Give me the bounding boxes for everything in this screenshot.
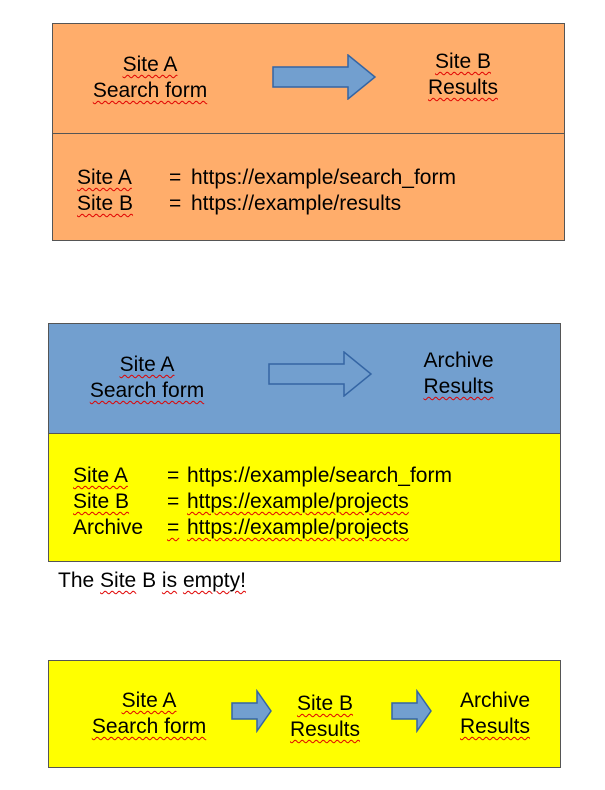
- diagram2-row-1-url: https://example/search_form: [187, 464, 452, 487]
- diagram1-divider: [53, 133, 564, 134]
- diagram1-row-2-name: Site B: [77, 192, 134, 215]
- diagram2-archive-node: Archive Results: [396, 348, 521, 400]
- diagram2-row-3: Archive = https://example/projects: [73, 515, 409, 541]
- diagram3-arrow-1-icon: [231, 689, 272, 733]
- diagram3-archive-label: Archive: [459, 689, 531, 712]
- diagram3-box: Site A Search form Site B Results Archiv…: [48, 660, 561, 768]
- diagram3-results-label: Results: [289, 718, 361, 741]
- diagram2-row-3-eq: =: [167, 516, 180, 539]
- diagram2-site-a-label: Site A: [119, 353, 175, 376]
- diagram2-row-3-name: Archive: [73, 516, 144, 539]
- diagram2-row-1-eq: =: [167, 464, 180, 487]
- diagram3-archive-results-label: Results: [459, 715, 531, 738]
- diagram2-outline-arrow-icon: [268, 351, 373, 397]
- diagram3-search-form-label: Search form: [91, 715, 207, 738]
- diagram1-row-2-url: https://example/results: [191, 192, 402, 215]
- diagram2-archive-label: Archive: [423, 349, 494, 372]
- diagram1-right-arrow-icon: [272, 54, 377, 100]
- diagram3-site-b-label: Site B: [296, 692, 354, 715]
- diagram2-row-1-name: Site A: [73, 464, 128, 487]
- diagram2-row-2-eq: =: [167, 490, 180, 513]
- diagram1-row-1-name: Site A: [77, 166, 132, 189]
- diagram2-site-a-node: Site A Search form: [62, 352, 232, 404]
- diagram1-site-b-node: Site B Results: [398, 49, 528, 101]
- diagram2-row-2: Site B = https://example/projects: [73, 489, 409, 515]
- diagram3-site-a-label: Site A: [121, 689, 177, 712]
- diagram1-row-1-url: https://example/search_form: [191, 166, 456, 189]
- diagram2-row-1: Site A = https://example/search_form: [73, 463, 452, 489]
- diagram1-results-label: Results: [427, 76, 499, 99]
- diagram2-row-3-url: https://example/projects: [187, 516, 409, 539]
- diagram2-row-2-url: https://example/projects: [187, 490, 409, 513]
- note-word-3: B: [142, 569, 157, 592]
- diagram2-note: The Site B is empty!: [58, 568, 246, 594]
- diagram2-row-2-name: Site B: [73, 490, 130, 513]
- diagram1-row-2-eq: =: [169, 192, 182, 215]
- diagram1-site-b-label: Site B: [434, 50, 492, 73]
- diagram3-site-b-node: Site B Results: [275, 691, 375, 743]
- diagram2-box: Site A Search form Archive Results Site …: [48, 323, 561, 562]
- diagram1-search-form-label: Search form: [92, 79, 208, 102]
- note-word-5: empty!: [182, 569, 246, 592]
- diagram3-site-a-node: Site A Search form: [69, 688, 229, 740]
- diagram1-row-1: Site A = https://example/search_form: [77, 165, 456, 191]
- diagram1-site-a-label: Site A: [122, 53, 178, 76]
- diagram2-search-form-label: Search form: [89, 379, 205, 402]
- diagram2-results-label: Results: [423, 375, 494, 398]
- note-word-4: is: [161, 569, 178, 592]
- diagram3-arrow-2-icon: [391, 689, 432, 733]
- diagram1-site-a-node: Site A Search form: [65, 52, 235, 104]
- diagram1-row-2: Site B = https://example/results: [77, 191, 401, 217]
- diagram1-box: Site A Search form Site B Results Site A…: [52, 23, 565, 241]
- diagram3-archive-node: Archive Results: [435, 688, 555, 740]
- note-word-2: Site: [100, 569, 137, 592]
- note-word-1: The: [58, 569, 95, 592]
- diagram1-row-1-eq: =: [169, 166, 182, 189]
